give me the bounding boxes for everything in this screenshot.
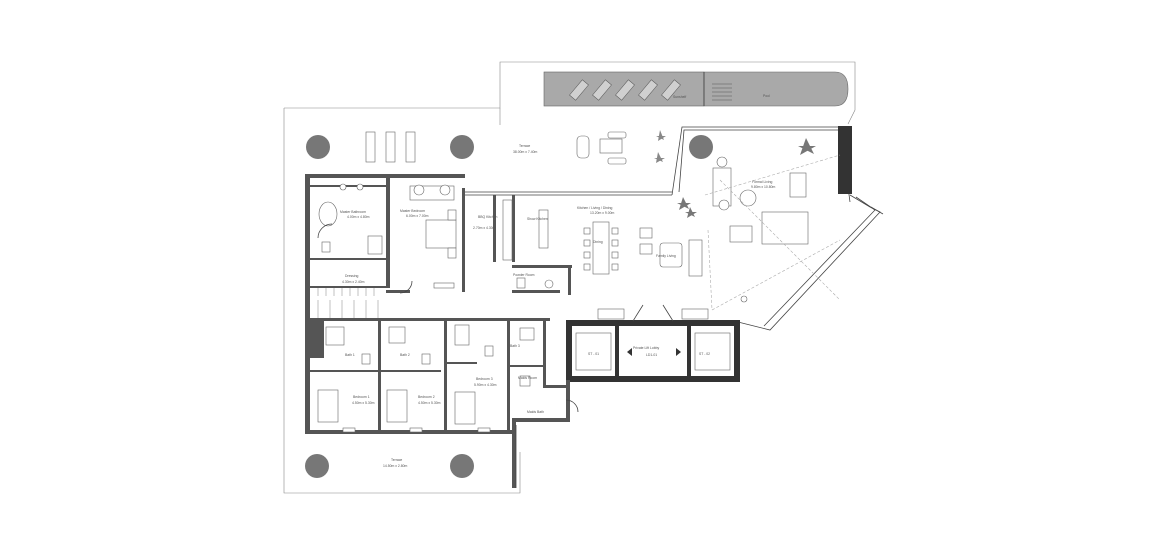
powder-room: Powder Room xyxy=(512,265,572,295)
kld-label: Kitchen / Living / Dining xyxy=(577,206,613,210)
terrace-top-label: Terrace xyxy=(519,144,530,148)
kitchen-block: BBQ Kitchen 2.70m x 4.30m Show Kitchen xyxy=(473,195,549,262)
lift-lobby-label: Private Lift Lobby xyxy=(633,346,660,350)
master-bedroom-label: Master Bedroom xyxy=(400,209,425,213)
family-living-label: Family Living xyxy=(656,254,676,258)
pool-area: Sunshelf Pool xyxy=(543,71,849,107)
top-terrace: Terrace 38.00m x 7.40m xyxy=(306,130,713,165)
lift-lobby-code: LD1-01 xyxy=(646,353,657,357)
master-bedroom: Master Bedroom 6.00m x 7.00m xyxy=(386,184,457,294)
sofa-icon xyxy=(639,227,703,277)
bed-icon xyxy=(425,219,457,249)
dressing: Dressing 4.30m x 2.40m xyxy=(310,258,388,296)
palm-icon xyxy=(654,130,666,163)
planter-icon xyxy=(450,135,474,159)
bedroom-1-dims: 4.50m x 5.30m xyxy=(352,401,375,405)
bath-1-label: Bath 1 xyxy=(345,353,355,357)
bedroom-3-dims: 5.90m x 4.30m xyxy=(474,383,497,387)
bath-3-label: Bath 3 xyxy=(510,344,520,348)
terrace-bottom-label: Terrace xyxy=(391,458,402,462)
sun-loungers xyxy=(569,79,681,101)
terrace-outline xyxy=(283,61,856,494)
terrace-top-dims: 38.00m x 7.40m xyxy=(513,150,537,154)
stair-01 xyxy=(575,332,612,371)
maids-bath-label: Maids Bath xyxy=(527,410,544,414)
dining-label: Dining xyxy=(593,240,603,244)
bedroom-3-label: Bedroom 3 xyxy=(476,377,493,381)
bath-2-label: Bath 2 xyxy=(400,353,410,357)
pool-label: Pool xyxy=(763,94,770,98)
master-bathroom-label: Master Bathroom xyxy=(340,210,366,214)
bbq-kitchen-label: BBQ Kitchen xyxy=(478,215,498,219)
outdoor-seating-icon xyxy=(576,131,627,165)
stair-01-label: ST - 01 xyxy=(588,352,599,356)
master-bedroom-dims: 6.00m x 7.00m xyxy=(406,214,429,218)
lounger-icon xyxy=(365,131,416,163)
bbq-kitchen-dims: 2.70m x 4.30m xyxy=(473,226,496,230)
dining-table-icon xyxy=(592,221,610,275)
bedroom-wing: Bath 1 Bath 2 Bath 3 Bedroom 1 4.50m x 5… xyxy=(310,300,550,433)
maids-room-label: Maids Room xyxy=(518,376,537,380)
master-bathroom: Master Bathroom 4.00m x 4.80m xyxy=(310,178,390,288)
stair-02-label: ST - 02 xyxy=(699,352,710,356)
arrow-left-icon xyxy=(627,348,632,356)
sofa-icon xyxy=(712,156,809,303)
terrace-bottom-dims: 14.50m x 2.80m xyxy=(383,464,407,468)
dressing-label: Dressing xyxy=(345,274,358,278)
arrow-right-icon xyxy=(676,348,681,356)
planter-icon xyxy=(689,135,713,159)
sunshelf-label: Sunshelf xyxy=(673,95,686,99)
palm-icon xyxy=(677,197,697,218)
show-kitchen-label: Show Kitchen xyxy=(527,217,548,221)
stair-02 xyxy=(694,332,731,371)
pool-steps xyxy=(712,83,732,101)
bottom-terrace: Terrace 14.50m x 2.80m xyxy=(305,454,474,478)
kitchen-living-dining: Kitchen / Living / Dining 13.20m x 9.00m… xyxy=(577,197,703,277)
planter-icon xyxy=(305,454,329,478)
bedroom-2-label: Bedroom 2 xyxy=(418,395,435,399)
dressing-dims: 4.30m x 2.40m xyxy=(342,280,365,284)
service-walls xyxy=(516,380,579,422)
kld-dims: 13.20m x 9.00m xyxy=(590,211,614,215)
formal-living-dims: 9.80m x 10.80m xyxy=(751,185,775,189)
guide-lines xyxy=(704,154,841,311)
lift-core: ST - 01 ST - 02 Private Lift Lobby LD1-0… xyxy=(566,304,740,382)
palm-icon xyxy=(798,138,816,155)
master-bathroom-dims: 4.00m x 4.80m xyxy=(347,215,370,219)
formal-living-label: Formal Living xyxy=(752,180,772,184)
bedroom-1-label: Bedroom 1 xyxy=(353,395,370,399)
powder-room-label: Powder Room xyxy=(513,273,535,277)
planter-icon xyxy=(450,454,474,478)
bathtub-icon xyxy=(318,201,338,227)
bedroom-2-dims: 4.50m x 5.30m xyxy=(418,401,441,405)
bed-icon xyxy=(317,389,491,433)
planter-icon xyxy=(306,135,330,159)
formal-living: Formal Living 9.80m x 10.80m xyxy=(704,138,841,311)
